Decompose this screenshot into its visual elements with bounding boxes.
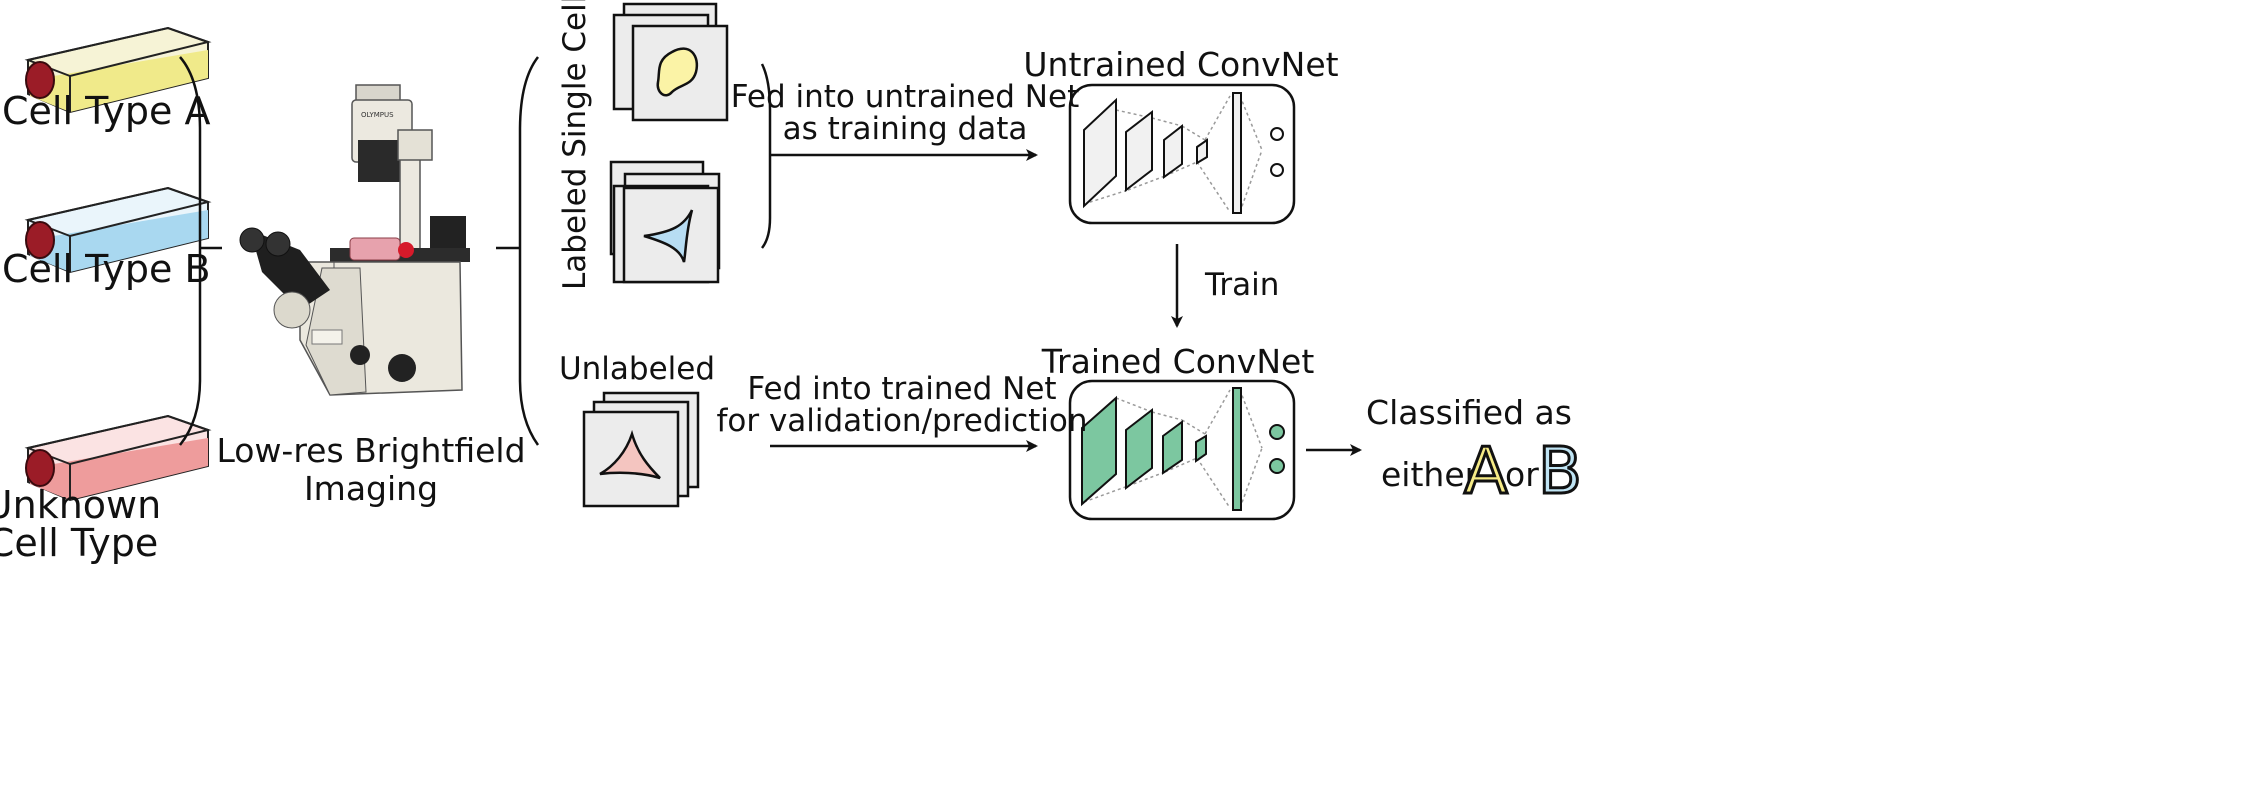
microscope-brand: OLYMPUS bbox=[361, 111, 394, 119]
cell-a-shape bbox=[656, 47, 699, 97]
flask-b-cap bbox=[25, 221, 55, 259]
label-unlabeled: Unlabeled bbox=[558, 351, 716, 387]
untrained-convnet bbox=[1068, 83, 1296, 225]
left-bracket bbox=[179, 56, 222, 446]
untrained-net-title: Untrained ConvNet bbox=[1023, 45, 1339, 84]
trained-net-title: Trained ConvNet bbox=[1041, 342, 1315, 381]
flask-b-liquid bbox=[30, 210, 208, 272]
result-either: either bbox=[1381, 455, 1479, 494]
arrow-text-trained-line1: Fed into trained Net bbox=[747, 371, 1057, 407]
flask-unknown-cap bbox=[25, 449, 55, 487]
arrow-text-untrained-line1: Fed into untrained Net bbox=[730, 79, 1080, 115]
microscope-illustration bbox=[239, 84, 470, 396]
cell-b-shape bbox=[643, 209, 694, 263]
middle-bracket bbox=[496, 56, 540, 446]
label-labeled-images: Labeled Single Cell Images bbox=[557, 0, 593, 290]
flask-unknown bbox=[24, 414, 212, 502]
label-unknown-line1: Unknown bbox=[0, 483, 162, 527]
arrow-text-untrained-line2: as training data bbox=[782, 111, 1028, 147]
result-letter-a: A bbox=[1463, 435, 1510, 509]
label-cell-type-a: Cell Type A bbox=[2, 89, 211, 133]
label-cell-type-b: Cell Type B bbox=[2, 247, 211, 291]
flask-unknown-liquid bbox=[30, 438, 208, 500]
flask-a-cap bbox=[25, 61, 55, 99]
flask-b bbox=[24, 186, 212, 274]
flask-a bbox=[24, 26, 212, 114]
labeled-stack-a bbox=[612, 2, 729, 122]
unlabeled-stack bbox=[582, 391, 700, 508]
microscope-caption-line1: Low-res Brightfield bbox=[216, 431, 526, 470]
flask-a-liquid bbox=[30, 50, 208, 112]
result-line1: Classified as bbox=[1366, 393, 1572, 432]
arrow-text-train: Train bbox=[1205, 267, 1280, 303]
labeled-bracket bbox=[760, 63, 772, 249]
arrow-text-trained-line2: for validation/prediction bbox=[716, 403, 1088, 439]
label-unknown-line2: Cell Type bbox=[0, 521, 159, 565]
result-letter-b: B bbox=[1537, 435, 1584, 509]
cell-unknown-shape bbox=[599, 429, 661, 480]
result-or: or bbox=[1505, 455, 1539, 494]
labeled-stack-b bbox=[609, 160, 721, 284]
trained-convnet bbox=[1068, 379, 1296, 521]
microscope-caption-line2: Imaging bbox=[303, 469, 439, 508]
